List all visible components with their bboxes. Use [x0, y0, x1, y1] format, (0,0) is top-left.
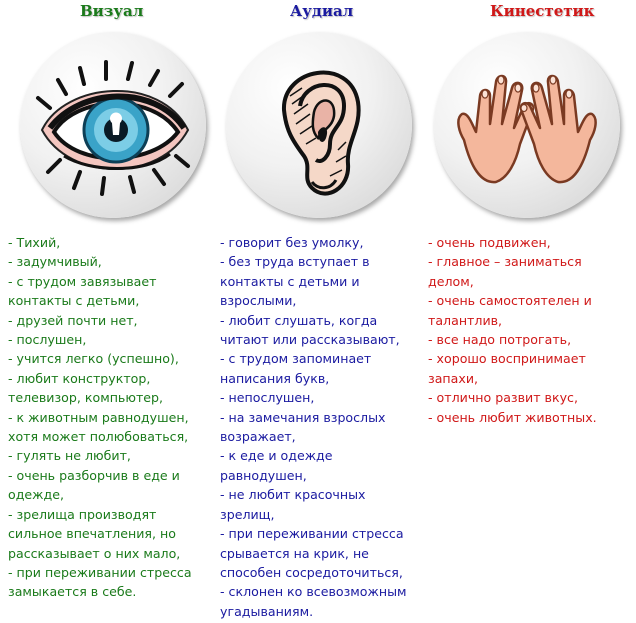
list-item: - с трудом запоминает [220, 351, 372, 367]
list-item: контакты с детьми, [8, 293, 140, 309]
auditory-traits-list: - говорит без умолку, - без труда вступа… [220, 233, 420, 621]
list-item: - любит слушать, когда [220, 312, 378, 328]
list-item: - очень подвижен, [428, 235, 551, 250]
list-item: - говорит без умолку, [220, 235, 364, 250]
list-item: - очень разборчив в еде и [8, 467, 180, 483]
list-item: возражает, [220, 429, 296, 445]
heading-kinesthetic: Кинестетик [490, 2, 595, 20]
list-item: - с трудом завязывает [8, 273, 157, 289]
list-item: - отлично развит вкус, [428, 390, 578, 406]
list-item: угадываниям. [220, 603, 314, 619]
list-item: - учится легко (успешно), [8, 351, 179, 367]
list-item: - на замечания взрослых [220, 409, 386, 425]
list-item: - не любит красочных [220, 487, 366, 503]
list-item: - очень самостоятелен и [428, 293, 592, 309]
eye-icon [36, 60, 190, 196]
list-item: рассказывает о них мало, [8, 545, 181, 561]
list-item: - зрелища производят [8, 506, 157, 522]
list-item: запахи, [428, 370, 479, 386]
list-item: написания букв, [220, 370, 330, 386]
list-item: читают или рассказывают, [220, 332, 400, 348]
heading-auditory: Аудиал [290, 2, 354, 20]
list-item: хотя может полюбоваться, [8, 429, 189, 445]
list-item: - при переживании стресса [8, 564, 192, 580]
list-item: - гулять не любит, [8, 448, 131, 464]
heading-visual: Визуал [80, 2, 144, 20]
list-item: - хорошо воспринимает [428, 351, 586, 367]
list-item: - очень любит животных. [428, 409, 597, 425]
circle-kinesthetic [434, 32, 620, 218]
list-item: - любит конструктор, [8, 370, 151, 386]
list-item: контакты с детьми и [220, 273, 360, 289]
list-item: - Тихий, [8, 235, 61, 250]
list-item: взрослыми, [220, 293, 297, 309]
visual-traits-list: - Тихий, - задумчивый, - с трудом завязы… [8, 233, 208, 602]
list-item: равнодушен, [220, 467, 307, 483]
list-item: - без труда вступает в [220, 254, 370, 270]
list-item: способен сосредоточиться, [220, 564, 403, 580]
ear-icon [281, 70, 361, 196]
list-item: - друзей почти нет, [8, 312, 138, 328]
list-item: делом, [428, 273, 474, 289]
list-item: - послушен, [8, 332, 87, 348]
list-item: сильное впечатления, но [8, 526, 176, 542]
kinesthetic-traits-list: - очень подвижен, - главное – заниматься… [428, 233, 628, 427]
list-item: - непослушен, [220, 390, 315, 406]
list-item: телевизор, компьютер, [8, 390, 164, 406]
list-item: замыкается в себе. [8, 584, 137, 600]
list-item: - все надо потрогать, [428, 332, 572, 348]
list-item: талантлив, [428, 312, 503, 328]
list-item: - к еде и одежде [220, 448, 333, 464]
list-item: срывается на крик, не [220, 545, 369, 561]
circle-visual [20, 32, 206, 218]
list-item: зрелищ, [220, 506, 275, 522]
list-item: - задумчивый, [8, 254, 102, 270]
hands-icon [457, 74, 597, 184]
list-item: - при переживании стресса [220, 526, 404, 542]
list-item: - главное – заниматься [428, 254, 582, 270]
circle-auditory [226, 32, 412, 218]
list-item: одежде, [8, 487, 64, 503]
list-item: - склонен ко всевозможным [220, 584, 407, 600]
list-item: - к животным равнодушен, [8, 409, 189, 425]
